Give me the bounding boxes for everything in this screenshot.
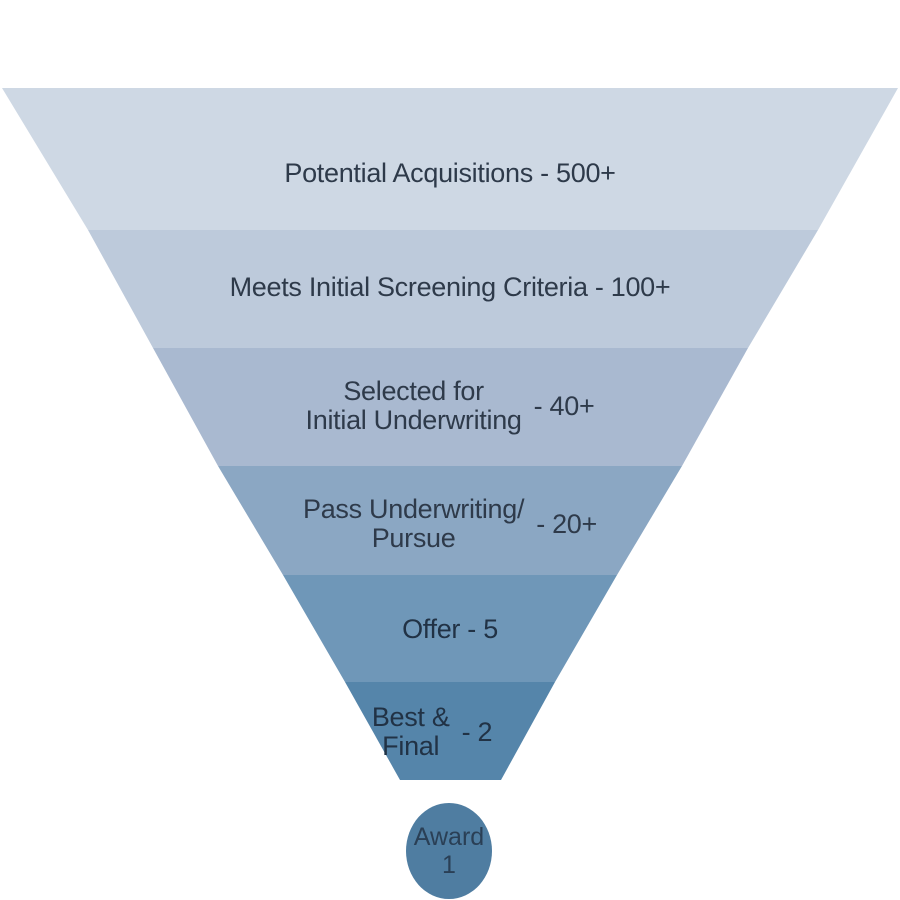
funnel-layer-2 — [153, 348, 748, 466]
layer-3-count: - 20+ — [536, 508, 597, 539]
layer-3-line-0: Pass Underwriting/ — [303, 494, 525, 524]
funnel-layer-0-label: Potential Acquisitions - 500+ — [0, 150, 900, 196]
layer-2-line-0: Selected for — [343, 376, 484, 406]
layer-2-count: - 40+ — [533, 390, 595, 421]
layer-5-line-0: Best & — [371, 702, 450, 732]
award-circle: Award 1 — [406, 803, 492, 899]
funnel-layer-3 — [218, 466, 682, 575]
layer-4-line-0: Offer - 5 — [402, 613, 498, 644]
funnel-layer-4-label: Offer - 5 — [0, 606, 900, 652]
funnel-layer-0 — [2, 88, 898, 230]
award-count: 1 — [442, 851, 456, 879]
layer-5-count: - 2 — [461, 716, 493, 747]
funnel-layer-1-label: Meets Initial Screening Criteria - 100+ — [0, 264, 900, 310]
funnel-layer-1 — [88, 230, 818, 348]
award-label: Award — [413, 823, 485, 851]
funnel-layer-3-label: Pass Underwriting/ Pursue - 20+ — [0, 492, 900, 556]
layer-1-line-0: Meets Initial Screening Criteria - 100+ — [229, 271, 671, 302]
funnel-layer-5-label: Best & Final - 2 — [0, 700, 882, 764]
layer-3-line-1: Pursue — [371, 523, 456, 553]
layer-5-line-1: Final — [382, 731, 440, 761]
funnel-layer-5 — [345, 682, 555, 780]
funnel-layer-2-label: Selected for Initial Underwriting - 40+ — [0, 373, 900, 439]
layer-2-line-1: Initial Underwriting — [305, 405, 522, 435]
layer-0-line-0: Potential Acquisitions - 500+ — [284, 157, 616, 188]
funnel-layer-4 — [283, 575, 617, 682]
